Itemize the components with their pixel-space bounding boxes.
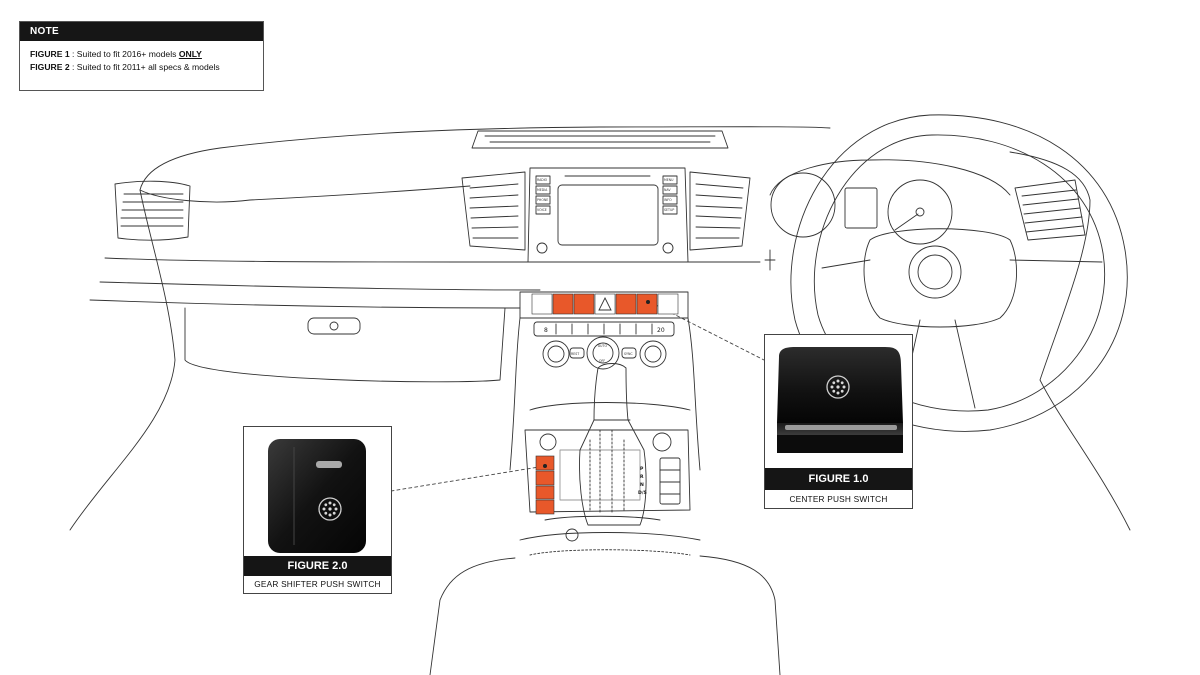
note-line1-text: : Suited to fit 2016+ models xyxy=(69,49,179,59)
gear-switch-4 xyxy=(535,499,555,515)
dash-btn-left-1: RADIO xyxy=(537,178,548,182)
top-vent xyxy=(471,130,729,149)
speedometer xyxy=(770,172,836,238)
instrument-cluster xyxy=(769,159,1011,196)
figure1-card: FIGURE 1.0 CENTER PUSH SWITCH xyxy=(764,334,913,509)
gear-switch-column xyxy=(535,455,555,515)
climate-knob-left xyxy=(542,340,570,368)
switch-slot-5 xyxy=(615,293,637,315)
center-left-vent xyxy=(461,171,526,251)
figure2-card: FIGURE 2.0 GEAR SHIFTER PUSH SWITCH xyxy=(243,426,392,594)
switch-slot-6 xyxy=(636,293,658,315)
switch-bottom-bar xyxy=(785,425,897,430)
center-switch-marker xyxy=(646,300,650,304)
steering-hub xyxy=(863,228,1018,328)
center-push-switch-image xyxy=(777,347,903,453)
glovebox xyxy=(184,307,506,383)
temp-left-readout: 8 xyxy=(544,327,548,334)
note-line2-label: FIGURE 2 xyxy=(30,62,70,72)
switch-slot-3 xyxy=(573,293,595,315)
gear-letter-n: N xyxy=(640,482,644,488)
note-line1-emphasis: ONLY xyxy=(178,49,202,59)
temp-right-readout: 20 xyxy=(657,327,665,334)
center-switch-symbol-icon xyxy=(826,375,850,399)
dash-btn-left-4: VOICE xyxy=(537,208,547,212)
infotainment-screen xyxy=(557,184,659,246)
dash-btn-left-3: PHONE xyxy=(537,198,548,202)
knob-label-left: REST xyxy=(571,352,579,356)
note-line1-label: FIGURE 1 xyxy=(30,49,70,59)
steering-wheel xyxy=(790,114,1128,432)
switch-slot-2 xyxy=(552,293,574,315)
dash-btn-right-4: SETUP xyxy=(664,208,674,212)
leader-line-figure2 xyxy=(390,465,546,492)
left-side-vent xyxy=(114,180,191,241)
note-line-figure1: FIGURE 1 : Suited to fit 2016+ models ON… xyxy=(20,48,263,61)
figure1-title: FIGURE 1.0 xyxy=(765,468,912,490)
climate-knob-center xyxy=(586,336,620,370)
gear-switch-1 xyxy=(535,455,555,471)
dash-btn-right-1: MENU xyxy=(664,178,674,182)
switch-symbol-icon xyxy=(318,497,342,521)
gear-shifter xyxy=(579,363,647,526)
center-right-vent xyxy=(689,171,751,251)
center-switch-row xyxy=(531,293,679,315)
glovebox-handle xyxy=(307,317,361,335)
note-line2-text: : Suited to fit 2011+ all specs & models xyxy=(69,62,220,72)
dash-btn-right-3: INFO xyxy=(664,198,672,202)
knob-label-center-top: AUTO xyxy=(598,344,607,348)
note-box: NOTE FIGURE 1 : Suited to fit 2016+ mode… xyxy=(19,21,264,91)
dash-btn-right-2: NAV xyxy=(664,188,671,192)
switch-led-bar xyxy=(316,461,342,468)
note-body: FIGURE 1 : Suited to fit 2016+ models ON… xyxy=(20,41,263,74)
gear-switch-marker xyxy=(543,464,547,468)
gear-letter-d: D/S xyxy=(638,490,647,496)
hazard-icon xyxy=(598,296,612,311)
gear-letter-p: P xyxy=(640,466,644,472)
climate-panel xyxy=(533,321,675,337)
figure2-title: FIGURE 2.0 xyxy=(244,556,391,576)
note-line-figure2: FIGURE 2 : Suited to fit 2011+ all specs… xyxy=(20,61,263,74)
knob-label-center-bottom: OFF xyxy=(599,359,605,363)
climate-knob-right xyxy=(639,340,667,368)
switch-slot-7 xyxy=(657,293,679,315)
gear-letter-r: R xyxy=(640,474,644,480)
tachometer xyxy=(887,179,953,245)
gear-switch-3 xyxy=(535,485,555,500)
gear-switch-2 xyxy=(535,470,555,486)
gear-shifter-switch-image xyxy=(268,439,366,553)
right-side-vent xyxy=(1014,179,1086,241)
dash-btn-left-2: MEDIA xyxy=(537,188,548,192)
note-heading: NOTE xyxy=(20,22,263,41)
figure2-caption: GEAR SHIFTER PUSH SWITCH xyxy=(254,579,381,589)
dashboard-outline xyxy=(69,126,831,531)
infotainment-bezel xyxy=(527,167,689,263)
knob-label-right: SYNC xyxy=(624,352,633,356)
switch-slot-1 xyxy=(531,293,553,315)
figure1-caption: CENTER PUSH SWITCH xyxy=(789,494,888,504)
